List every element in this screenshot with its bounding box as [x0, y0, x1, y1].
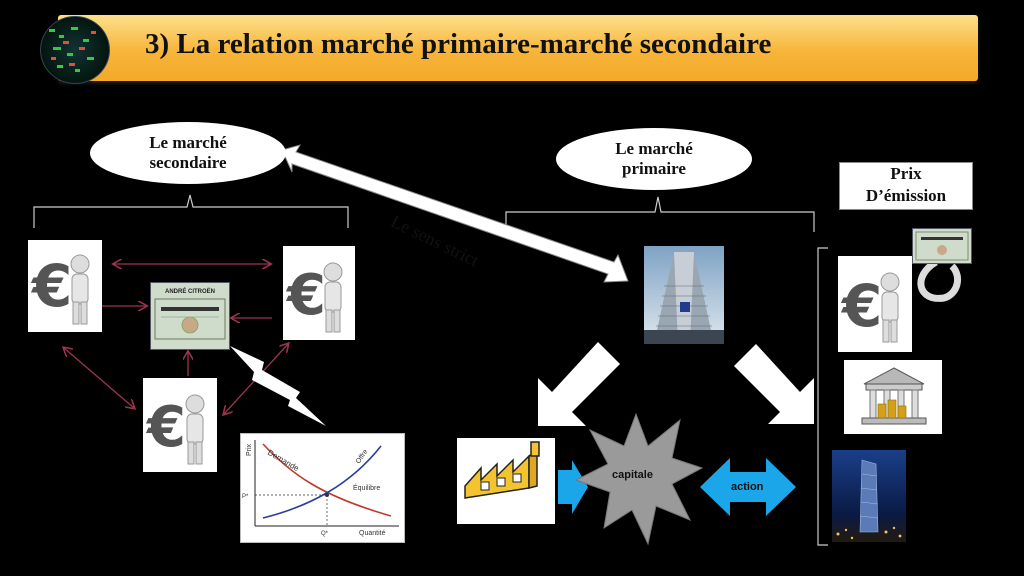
title-banner [58, 15, 978, 81]
blue-arrow-right [558, 460, 588, 514]
certificate-name: ANDRÉ CITROËN [164, 289, 215, 295]
stock-exchange-building-image [644, 246, 724, 344]
bank-image [844, 360, 942, 434]
supply-curve [262, 445, 382, 519]
capital-label: capitale [612, 469, 653, 481]
slide-title: 3) La relation marché primaire-marché se… [145, 28, 772, 60]
share-certificate-image: ANDRÉ CITROËN [150, 282, 230, 350]
down-left-arrow [538, 342, 620, 426]
skyscraper-image [832, 450, 906, 542]
q-star-label: Q* [321, 531, 329, 537]
primary-market-ellipse: Le marché primaire [556, 128, 752, 190]
demand-curve [262, 443, 392, 517]
stock-ticker-logo [40, 16, 110, 84]
share-certificate-small-image [912, 228, 972, 264]
curved-arrow-icon [917, 258, 962, 302]
chart-ylabel: Prix [246, 443, 253, 456]
action-double-arrow [700, 458, 796, 516]
equilibrium-label: Équilibre [353, 483, 380, 492]
supply-demand-chart: Prix Quantité Demande Offre Équilibre P*… [240, 433, 405, 543]
primary-market-bracket [505, 196, 815, 232]
issue-price-label: Prix D’émission [865, 164, 947, 205]
euro-person-image: € [283, 246, 355, 340]
lightning-bolt-icon [230, 346, 326, 426]
primary-market-label: Le marché primaire [615, 139, 693, 178]
factory-image [457, 438, 555, 524]
secondary-market-ellipse: Le marché secondaire [90, 122, 286, 184]
capital-star [574, 412, 704, 546]
investors-bracket [817, 247, 828, 546]
strict-sense-double-arrow [281, 144, 629, 283]
action-label: action [731, 481, 764, 493]
euro-icon: € [145, 395, 186, 460]
p-star-label: P* [242, 494, 249, 500]
down-right-arrow [734, 344, 814, 424]
issue-price-box: Prix D’émission [839, 162, 973, 210]
euro-icon: € [285, 263, 326, 328]
euro-icon: € [840, 272, 882, 340]
euro-person-image: € [143, 378, 217, 472]
euro-person-image: € [838, 256, 912, 352]
secondary-market-label: Le marché secondaire [149, 133, 227, 172]
series-label-demand: Demande [266, 448, 301, 473]
euro-icon: € [30, 252, 72, 320]
chart-xlabel: Quantité [359, 530, 386, 537]
equilibrium-point [325, 493, 329, 497]
secondary-market-bracket [33, 194, 349, 228]
connector-arrow [64, 348, 134, 408]
series-label-supply: Offre [355, 448, 370, 465]
euro-person-image: € [28, 240, 102, 332]
